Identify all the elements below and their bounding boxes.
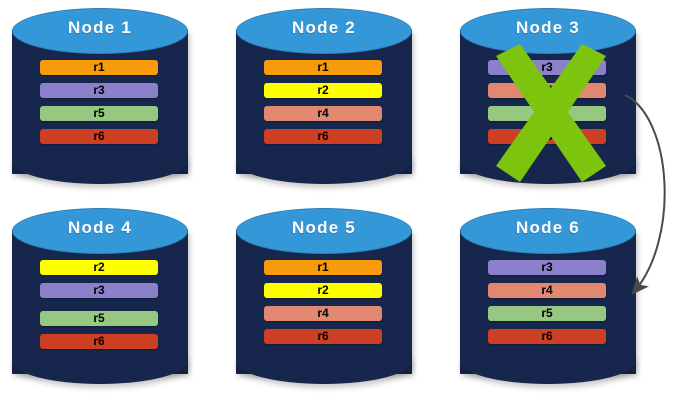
replica-row[interactable]: r1 bbox=[264, 260, 382, 275]
replica-row[interactable]: r2 bbox=[264, 283, 382, 298]
replica-row[interactable]: r4 bbox=[264, 106, 382, 121]
replica-row[interactable]: r1 bbox=[264, 60, 382, 75]
replica-row[interactable]: r6 bbox=[264, 129, 382, 144]
replica-row[interactable]: r5 bbox=[488, 306, 606, 321]
replica-row[interactable]: r2 bbox=[264, 83, 382, 98]
replica-row[interactable]: r4 bbox=[264, 306, 382, 321]
cylinder-top-ellipse bbox=[460, 208, 636, 254]
cylinder-top-ellipse bbox=[12, 208, 188, 254]
node-cylinder-4[interactable]: Node 4 r2 r3 r5 r6 bbox=[12, 208, 188, 390]
node-cylinder-6[interactable]: Node 6 r3 r4 r5 r6 bbox=[460, 208, 636, 390]
replica-row[interactable]: r6 bbox=[40, 129, 158, 144]
replica-row[interactable]: r4 bbox=[488, 83, 606, 98]
replica-row[interactable]: r5 bbox=[40, 311, 158, 326]
replica-row-list: r1 r3 r5 r6 bbox=[40, 60, 158, 152]
replica-row-list: r3 r4 r5 r6 bbox=[488, 260, 606, 352]
cylinder-bottom-ellipse bbox=[236, 138, 412, 184]
replica-row[interactable]: r6 bbox=[488, 329, 606, 344]
replica-row[interactable]: r6 bbox=[40, 334, 158, 349]
replica-row[interactable]: r3 bbox=[40, 83, 158, 98]
replica-row-list: r2 r3 r5 r6 bbox=[40, 260, 158, 357]
node-cylinder-1[interactable]: Node 1 r1 r3 r5 r6 bbox=[12, 8, 188, 190]
replica-row[interactable]: r3 bbox=[488, 60, 606, 75]
replica-row[interactable]: r5 bbox=[40, 106, 158, 121]
replica-row[interactable]: r3 bbox=[488, 260, 606, 275]
node-cylinder-5[interactable]: Node 5 r1 r2 r4 r6 bbox=[236, 208, 412, 390]
replica-row-list: r3 r4 r5 r6 bbox=[488, 60, 606, 152]
replica-row[interactable]: r1 bbox=[40, 60, 158, 75]
node-cylinder-2[interactable]: Node 2 r1 r2 r4 r6 bbox=[236, 8, 412, 190]
cylinder-bottom-ellipse bbox=[460, 338, 636, 384]
cylinder-bottom-ellipse bbox=[236, 338, 412, 384]
node-cylinder-3[interactable]: Node 3 r3 r4 r5 r6 bbox=[460, 8, 636, 190]
cylinder-top-ellipse bbox=[236, 208, 412, 254]
cylinder-top-ellipse bbox=[12, 8, 188, 54]
replica-row[interactable]: r6 bbox=[488, 129, 606, 144]
replica-row[interactable]: r5 bbox=[488, 106, 606, 121]
replica-row[interactable]: r6 bbox=[264, 329, 382, 344]
cylinder-bottom-ellipse bbox=[12, 138, 188, 184]
cylinder-top-ellipse bbox=[460, 8, 636, 54]
cylinder-top-ellipse bbox=[236, 8, 412, 54]
replica-row[interactable]: r3 bbox=[40, 283, 158, 298]
replica-row[interactable]: r4 bbox=[488, 283, 606, 298]
replica-row-list: r1 r2 r4 r6 bbox=[264, 260, 382, 352]
replica-row-list: r1 r2 r4 r6 bbox=[264, 60, 382, 152]
replica-row[interactable]: r2 bbox=[40, 260, 158, 275]
